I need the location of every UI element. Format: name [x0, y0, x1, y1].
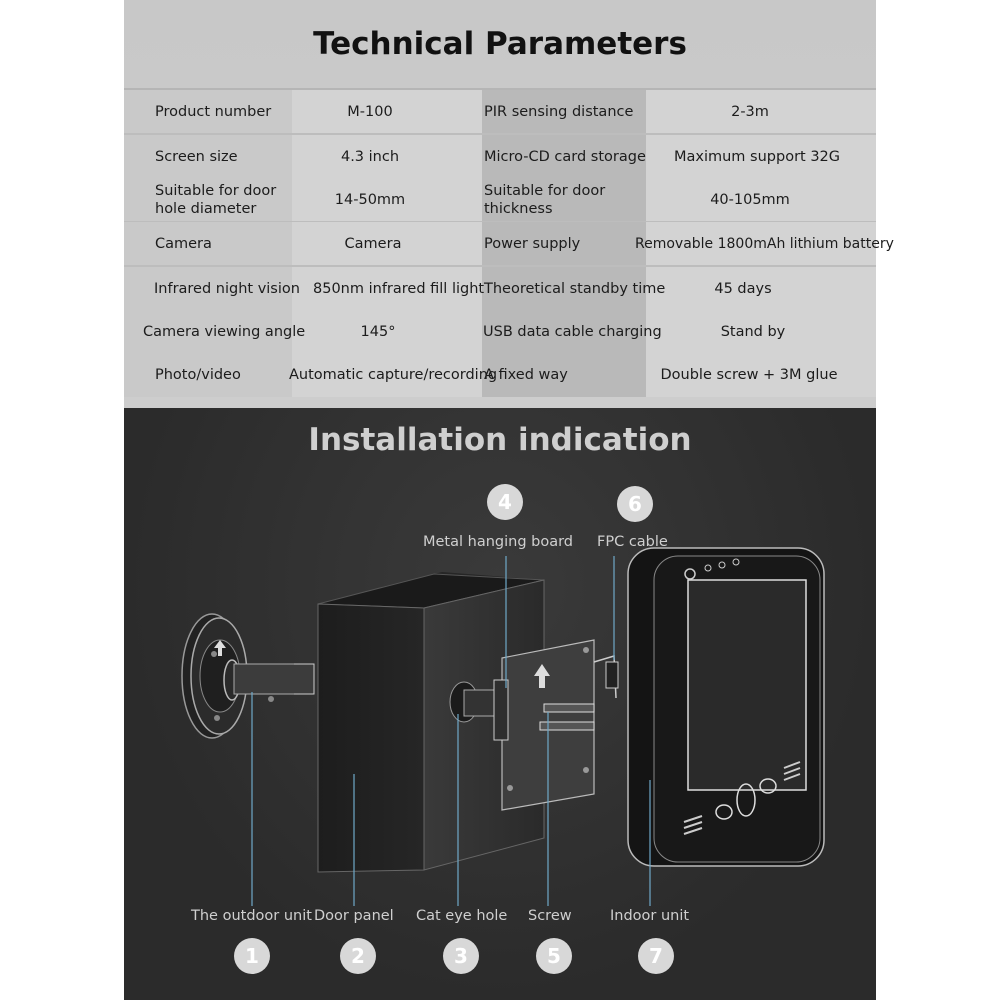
leader-lines: [251, 556, 651, 906]
table-row: Product number M-100 PIR sensing distanc…: [124, 90, 876, 135]
callout-number-3: 3: [443, 938, 479, 974]
param-label: USB data cable charging: [483, 324, 662, 340]
installation-section: Installation indication: [124, 408, 876, 1000]
callout-number-2: 2: [340, 938, 376, 974]
param-value: 40-105mm: [710, 192, 790, 208]
screw-label: Screw: [528, 908, 572, 924]
callout-number-7: 7: [638, 938, 674, 974]
param-label: Micro-CD card storage: [484, 149, 646, 165]
param-label: Camera: [155, 236, 212, 252]
callout-number-6: 6: [617, 486, 653, 522]
param-label: Product number: [155, 104, 272, 120]
installation-title: Installation indication: [308, 422, 692, 458]
param-label: Power supply: [484, 236, 581, 252]
indoor-unit-label: Indoor unit: [610, 908, 690, 924]
param-label: Photo/video: [155, 367, 241, 383]
door-panel-label: Door panel: [314, 908, 394, 924]
table-row: Photo/video Automatic capture/recording …: [124, 353, 876, 397]
param-value: Stand by: [720, 324, 786, 340]
fpc-cable-label: FPC cable: [597, 534, 668, 550]
door-panel-drawing: [317, 572, 545, 873]
param-label: Theoretical standby time: [484, 281, 666, 297]
technical-parameters-section: Technical Parameters Product number M-10…: [124, 0, 894, 408]
param-value: 4.3 inch: [340, 149, 400, 165]
table-row: Camera Camera Power supply Removable 180…: [124, 222, 894, 267]
param-value: 45 days: [714, 281, 772, 297]
technical-parameters-title: Technical Parameters: [313, 26, 687, 62]
param-label: Infrared night vision: [154, 281, 300, 297]
table-row: Infrared night vision 850nm infrared fil…: [124, 267, 876, 312]
param-value: 850nm infrared fill light: [313, 281, 485, 297]
param-value: 2-3m: [731, 104, 769, 120]
param-label: Camera viewing angle: [143, 324, 306, 340]
callout-number-4: 4: [487, 484, 523, 520]
param-value: Automatic capture/recording: [289, 367, 498, 383]
page-margin-right: [876, 0, 1000, 1000]
param-label: A fixed way: [484, 367, 568, 383]
callout-number-1: 1: [234, 938, 270, 974]
outdoor-unit-label: The outdoor unit: [191, 908, 312, 924]
param-value: Removable 1800mAh lithium battery: [635, 236, 894, 252]
param-label: Screen size: [155, 149, 238, 165]
metal-hanging-board-label: Metal hanging board: [423, 534, 574, 550]
param-value: 14-50mm: [334, 192, 406, 208]
outdoor-unit-drawing: [181, 613, 315, 739]
param-value: Camera: [344, 236, 402, 252]
param-value: Double screw + 3M glue: [660, 367, 838, 383]
param-value: Maximum support 32G: [673, 149, 841, 165]
page-margin-left: [0, 0, 124, 1000]
table-row: Camera viewing angle 145° USB data cable…: [124, 310, 876, 355]
exploded-view-illustration: [181, 547, 825, 906]
param-value: 145°: [360, 324, 396, 340]
param-label: PIR sensing distance: [484, 104, 634, 120]
indoor-unit-drawing: [627, 547, 825, 867]
callout-number-5: 5: [536, 938, 572, 974]
cat-eye-hole-label: Cat eye hole: [416, 908, 508, 924]
param-value: M-100: [347, 104, 393, 120]
table-top-rule: [124, 88, 876, 90]
table-row: Screen size 4.3 inch Micro-CD card stora…: [124, 135, 876, 180]
